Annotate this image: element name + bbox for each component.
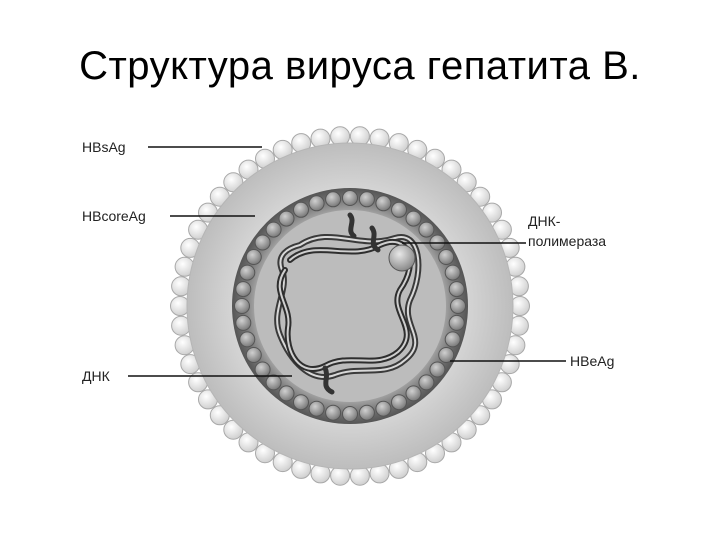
- core-bead: [391, 394, 407, 411]
- core-bead: [254, 234, 271, 251]
- core-bead: [325, 404, 342, 421]
- core-bead: [358, 191, 375, 208]
- core-bead: [375, 400, 392, 417]
- core-bead: [245, 347, 262, 363]
- core-bead: [405, 210, 422, 227]
- core-bead: [418, 374, 435, 391]
- core-bead: [293, 201, 309, 218]
- core-bead: [450, 298, 466, 314]
- label-polymerase-line2: полимераза: [528, 233, 606, 249]
- core-bead: [278, 385, 295, 402]
- core-bead: [391, 201, 407, 218]
- core-bead: [405, 385, 422, 402]
- label-hbsag: HBsAg: [82, 139, 126, 155]
- core-bead: [245, 249, 262, 265]
- label-hbcoreag: HBcoreAg: [82, 208, 146, 224]
- core-bead: [358, 404, 375, 421]
- core-bead: [234, 298, 250, 314]
- core-bead: [265, 374, 282, 391]
- core-bead: [265, 221, 282, 238]
- core-bead: [429, 361, 446, 378]
- core-bead: [438, 347, 455, 363]
- core-bead: [375, 195, 392, 212]
- core-bead: [278, 210, 295, 227]
- core-bead: [235, 281, 252, 298]
- label-dna: ДНК: [82, 368, 111, 384]
- core-bead: [448, 314, 465, 331]
- dna-polymerase: [388, 244, 416, 272]
- core-bead: [308, 400, 325, 417]
- core-bead: [308, 195, 325, 212]
- page-title: Структура вируса гепатита B.: [79, 44, 641, 88]
- label-hbeag: HBeAg: [570, 353, 614, 369]
- core-bead: [235, 314, 252, 331]
- core-bead: [254, 361, 271, 378]
- core-bead: [293, 394, 309, 411]
- dna-strands: [274, 212, 422, 395]
- core-bead: [342, 190, 358, 206]
- core-bead: [444, 264, 461, 281]
- core-bead: [239, 264, 256, 281]
- core-bead: [325, 191, 342, 208]
- label-polymerase-line1: ДНК-: [528, 213, 561, 229]
- core-bead: [444, 331, 461, 348]
- core-bead: [239, 331, 256, 348]
- core-bead: [342, 406, 358, 422]
- core-bead: [438, 249, 455, 265]
- leader-lines: [128, 146, 566, 377]
- core-bead: [448, 281, 465, 298]
- core-bead: [418, 221, 435, 238]
